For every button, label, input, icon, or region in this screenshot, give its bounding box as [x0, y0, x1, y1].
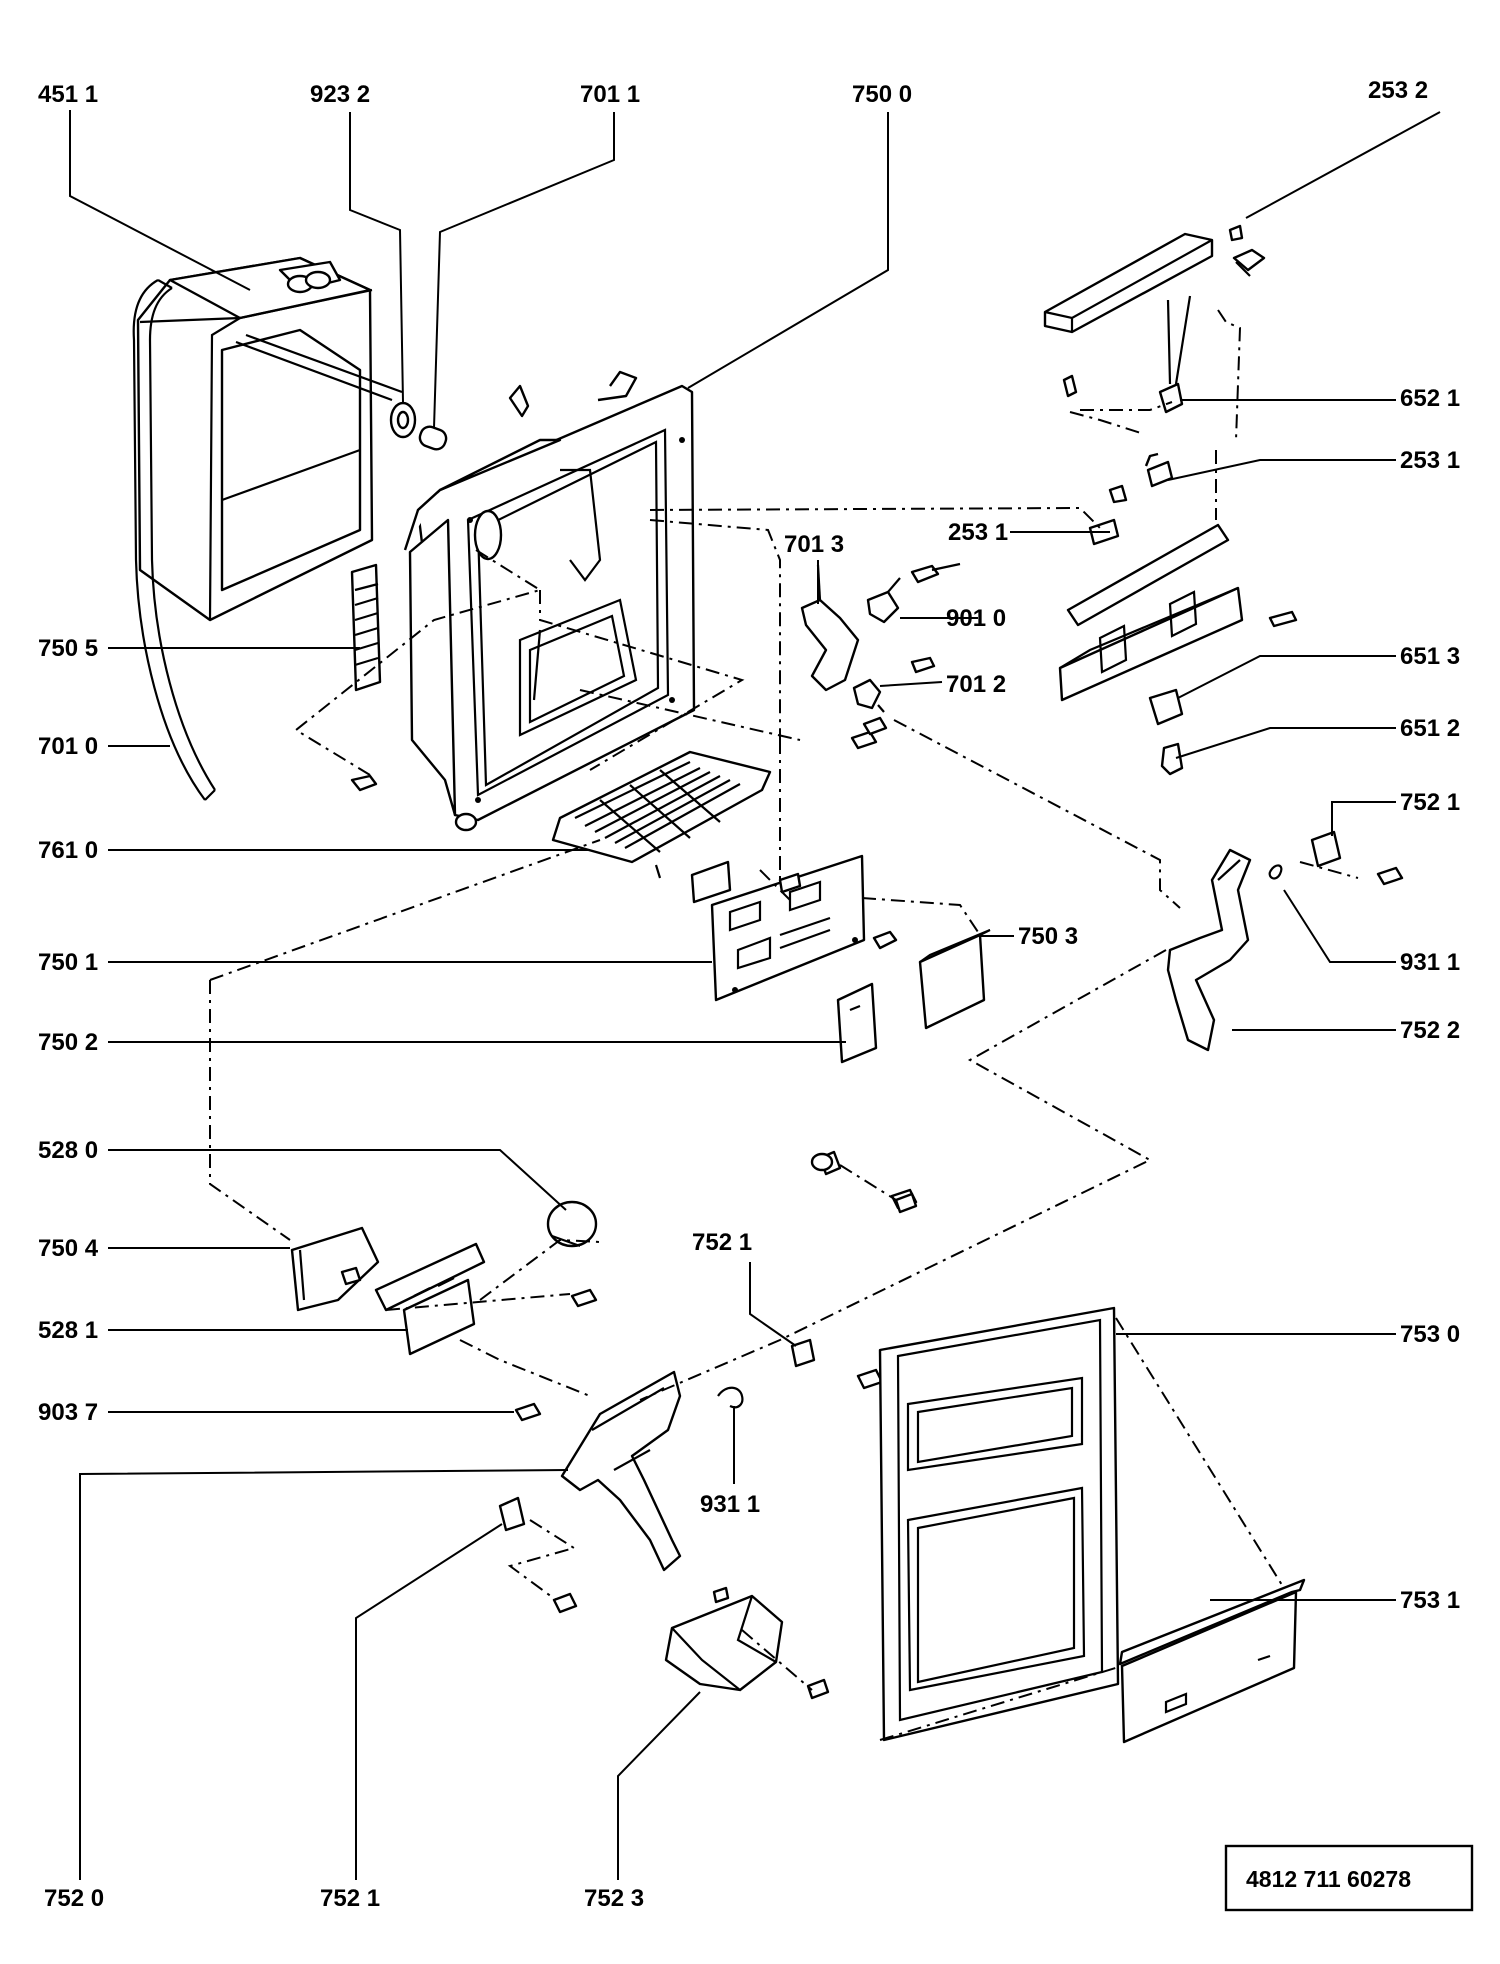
assembly-lines	[209, 309, 1359, 1741]
leader-lines	[69, 110, 1441, 1880]
spring-part	[717, 1386, 744, 1409]
drip-grille-part	[551, 750, 772, 879]
label-750-1: 750 1	[38, 949, 98, 976]
label-451-1: 451 1	[38, 81, 98, 108]
drain-tube-part	[132, 279, 216, 801]
label-253-2: 253 2	[1368, 77, 1428, 104]
screw-part	[514, 1150, 918, 1422]
label-651-3: 651 3	[1400, 643, 1460, 670]
label-750-0: 750 0	[852, 81, 912, 108]
retainer-part	[1228, 224, 1266, 277]
label-750-5: 750 5	[38, 635, 98, 662]
actuator-arm-part	[1166, 848, 1252, 1052]
lamp-part	[1160, 742, 1184, 776]
dispenser-paddle-part	[560, 1370, 682, 1572]
lower-bracket-part	[836, 982, 878, 1064]
front-door-panel-part	[878, 1306, 1120, 1742]
label-923-2: 923 2	[310, 81, 370, 108]
label-253-1-right: 253 1	[1400, 447, 1460, 474]
seal-ring-part	[389, 401, 417, 439]
microswitch-part	[1062, 295, 1192, 546]
label-931-1-bottom: 931 1	[700, 1491, 760, 1518]
label-752-3: 752 3	[584, 1885, 644, 1912]
label-701-0: 701 0	[38, 733, 98, 760]
spring-part	[1268, 864, 1283, 880]
label-901-0: 901 0	[946, 605, 1006, 632]
label-652-1: 652 1	[1400, 385, 1460, 412]
label-753-1: 753 1	[1400, 1587, 1460, 1614]
control-panel-part	[690, 854, 898, 1002]
pivot-part	[852, 678, 885, 713]
label-701-2: 701 2	[946, 671, 1006, 698]
chute-funnel-part	[664, 1586, 830, 1700]
drip-tray-part	[1118, 1578, 1306, 1744]
switch-mount-part	[1058, 523, 1298, 702]
label-253-1-center: 253 1	[948, 519, 1008, 546]
connector-part	[418, 425, 448, 451]
water-tank-part	[136, 256, 403, 622]
terminal-block-part	[350, 563, 382, 692]
label-931-1-right: 931 1	[1400, 949, 1460, 976]
label-651-2: 651 2	[1400, 715, 1460, 742]
hinge-clip-part	[498, 1496, 578, 1614]
label-752-1-center: 752 1	[692, 1229, 752, 1256]
switch-housing-part	[290, 1226, 380, 1312]
label-750-2: 750 2	[38, 1029, 98, 1056]
screw-part	[850, 562, 961, 750]
label-761-0: 761 0	[38, 837, 98, 864]
label-528-1: 528 1	[38, 1317, 98, 1344]
actuator-lever-part	[800, 564, 860, 692]
label-750-3: 750 3	[1018, 923, 1078, 950]
switch-part	[1148, 688, 1184, 726]
label-528-0: 528 0	[38, 1137, 98, 1164]
clip-part	[866, 577, 901, 624]
hinge-clip-part	[790, 1338, 884, 1390]
hinge-clip-part	[1310, 830, 1404, 886]
label-752-0: 752 0	[44, 1885, 104, 1912]
part-labels: 451 1 923 2 701 1 750 0 253 2 652 1 253 …	[38, 77, 1460, 1912]
label-752-1-bottom: 752 1	[320, 1885, 380, 1912]
cover-strip-part	[1043, 232, 1214, 334]
solenoid-cap-part	[546, 1200, 598, 1248]
label-752-1-right: 752 1	[1400, 789, 1460, 816]
label-752-2: 752 2	[1400, 1017, 1460, 1044]
drawing-code-box: 4812 711 60278	[1224, 1844, 1474, 1912]
dispenser-housing-part	[403, 370, 696, 832]
screw-part	[350, 774, 378, 792]
label-903-7: 903 7	[38, 1399, 98, 1426]
label-701-1: 701 1	[580, 81, 640, 108]
screw-part	[810, 1152, 918, 1214]
side-bracket-part	[918, 928, 991, 1030]
drawing-code: 4812 711 60278	[1246, 1866, 1411, 1892]
label-701-3: 701 3	[784, 531, 844, 558]
solenoid-bracket-part	[374, 1242, 598, 1356]
label-753-0: 753 0	[1400, 1321, 1460, 1348]
label-750-4: 750 4	[38, 1235, 99, 1262]
